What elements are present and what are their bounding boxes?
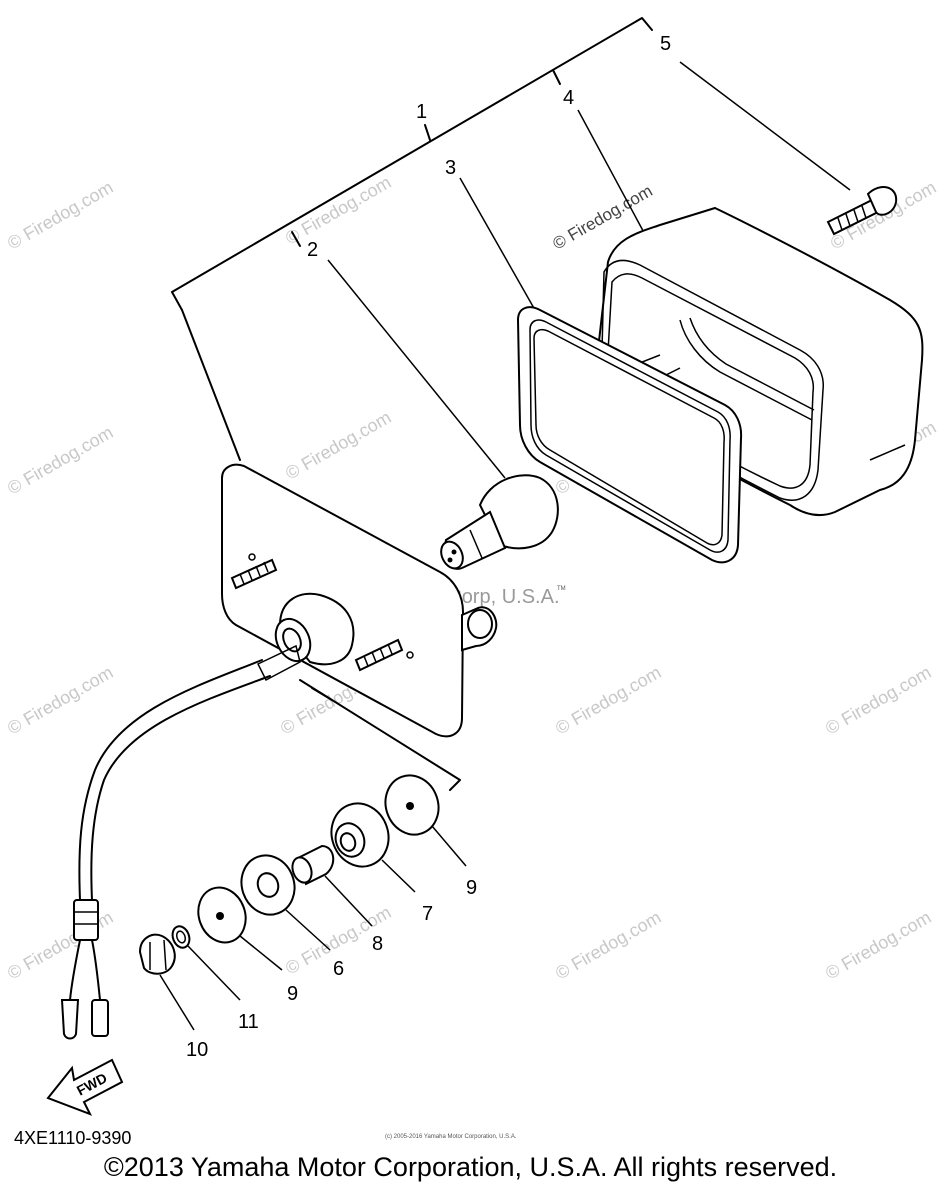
leader-9-upper xyxy=(431,825,467,867)
watermark: © Firedog.com xyxy=(4,422,116,498)
watermark: © Firedog.com xyxy=(4,177,116,253)
leader-11 xyxy=(187,945,241,1001)
screw-part xyxy=(826,186,898,236)
diagram-code: 4XE1110-9390 xyxy=(14,1128,131,1148)
hardware-bracket xyxy=(299,679,461,791)
leader-10 xyxy=(159,974,195,1031)
fine-print: (c) 2005-2016 Yamaha Motor Corporation, … xyxy=(385,1134,517,1140)
watermark: © Firedog.com xyxy=(552,907,664,983)
leader-8 xyxy=(324,875,373,927)
callout-7: 7 xyxy=(422,903,433,925)
callout-10: 10 xyxy=(186,1039,208,1061)
wire-harness xyxy=(60,644,301,1040)
callout-9-lower: 9 xyxy=(287,983,298,1005)
callout-9-upper: 9 xyxy=(466,877,477,899)
watermark: © Firedog.com xyxy=(4,907,116,983)
leader-4 xyxy=(577,109,649,241)
leader-5 xyxy=(679,61,851,191)
watermark: © Firedog.com xyxy=(822,907,934,983)
watermark: © Firedog.com xyxy=(282,407,394,483)
hardware-parts xyxy=(138,774,440,975)
bulb-part xyxy=(440,474,559,570)
hardware-leaders xyxy=(159,825,467,1031)
leader-6 xyxy=(285,909,331,951)
callout-6: 6 xyxy=(333,958,344,980)
nut-10 xyxy=(138,933,176,975)
callout-5: 5 xyxy=(660,33,671,55)
watermark: © Firedog.com xyxy=(552,662,664,738)
gasket-part xyxy=(516,306,743,564)
callout-3: 3 xyxy=(445,157,456,179)
callout-2: 2 xyxy=(307,239,318,261)
leader-9-lower xyxy=(239,935,283,971)
callout-8: 8 xyxy=(372,933,383,955)
callouts: 1 2 3 4 5 6 7 8 9 9 10 11 xyxy=(186,33,671,1061)
trademark-mark: TM xyxy=(557,586,566,592)
leader-7 xyxy=(381,859,416,893)
watermark: © Firedog.com xyxy=(282,172,394,248)
fwd-arrow: FWD xyxy=(46,1058,124,1116)
watermark: © Firedog.com xyxy=(822,662,934,738)
leader-3 xyxy=(459,177,536,311)
assembly-brackets xyxy=(171,17,851,791)
callout-1: 1 xyxy=(416,101,427,123)
lock-washer-11 xyxy=(171,925,191,949)
leader-2 xyxy=(327,259,506,479)
callout-11: 11 xyxy=(238,1011,259,1033)
watermark: © Firedog.com xyxy=(4,662,116,738)
copyright-notice: ©2013 Yamaha Motor Corporation, U.S.A. A… xyxy=(103,1152,838,1182)
callout-4: 4 xyxy=(563,87,574,109)
